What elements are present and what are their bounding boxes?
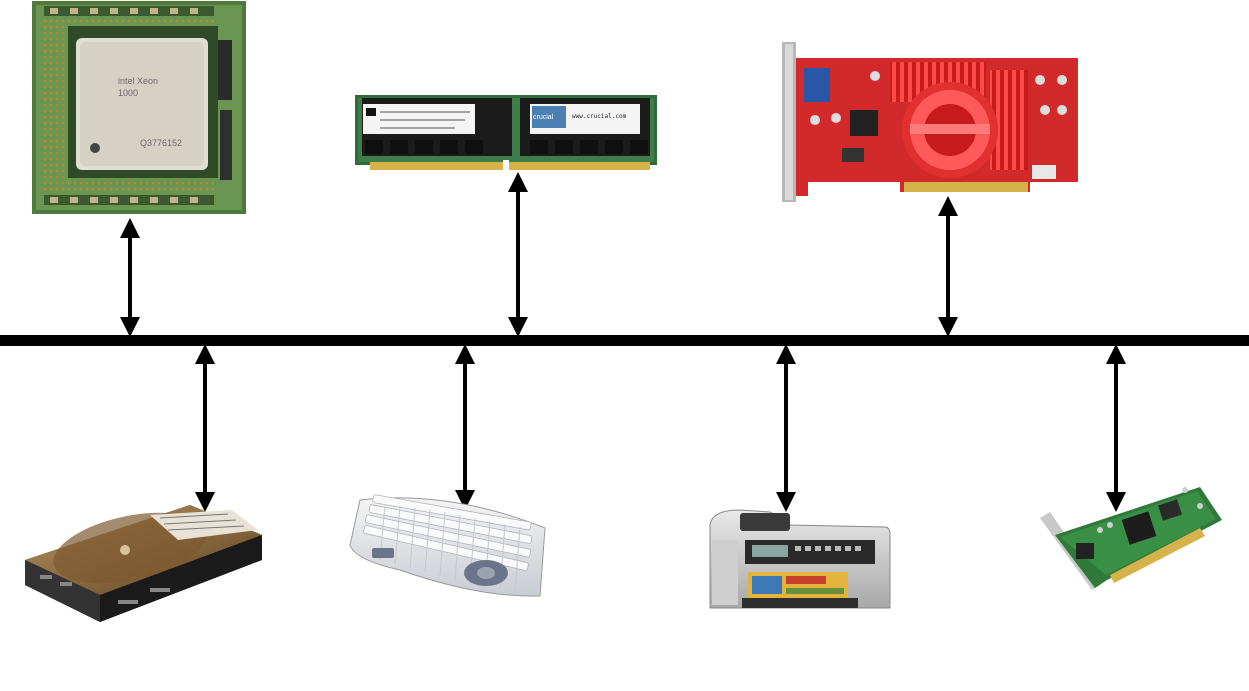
- network-card-icon: [1040, 487, 1222, 590]
- ram-module-icon: crucial www.crucial.com: [355, 95, 657, 170]
- cpu-label-brand: intel Xeon: [118, 76, 158, 86]
- system-bus-line: [0, 335, 1249, 346]
- ram-brand-label: crucial: [533, 114, 554, 121]
- printer-icon: [709, 509, 891, 609]
- cpu-icon: intel Xeon 1000 Q3776152: [32, 1, 246, 214]
- ram-url-label: www.crucial.com: [572, 113, 627, 120]
- keyboard-icon: [349, 494, 546, 597]
- cpu-label-model: 1000: [118, 88, 138, 98]
- hard-disk-icon: [25, 505, 262, 622]
- graphics-card-icon: [782, 42, 1078, 202]
- cpu-label-serial: Q3776152: [140, 138, 182, 148]
